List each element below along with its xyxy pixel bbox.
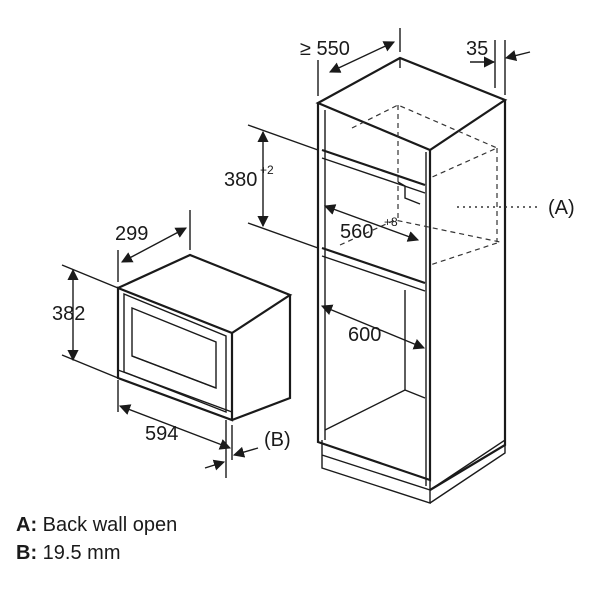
dim-oven-height: 382: [52, 303, 85, 325]
legend-text-a: Back wall open: [42, 514, 178, 536]
dimension-lines: [61, 28, 540, 478]
legend-item-a: A: Back wall open: [16, 514, 177, 537]
callout-b: (B): [264, 429, 291, 451]
dim-side-offset: 35: [466, 38, 488, 60]
dim-oven-depth: 299: [115, 223, 148, 245]
callout-a: (A): [548, 197, 575, 219]
dim-cabinet-inner: 600: [348, 324, 381, 346]
dim-niche-height-tolerance: +2: [260, 163, 274, 177]
dim-niche-width-tolerance: +8: [384, 215, 398, 229]
dim-cabinet-depth: ≥ 550: [300, 38, 350, 60]
dim-oven-width: 594: [145, 423, 178, 445]
legend-text-b: 19.5 mm: [42, 542, 121, 564]
legend-item-b: B: 19.5 mm: [16, 542, 120, 565]
legend-key-a: A:: [16, 514, 38, 536]
dim-niche-width: 560: [340, 221, 373, 243]
legend-key-b: B:: [16, 542, 38, 564]
oven-unit: [116, 253, 293, 422]
tall-cabinet: [315, 56, 508, 504]
dim-niche-height: 380: [224, 169, 257, 191]
